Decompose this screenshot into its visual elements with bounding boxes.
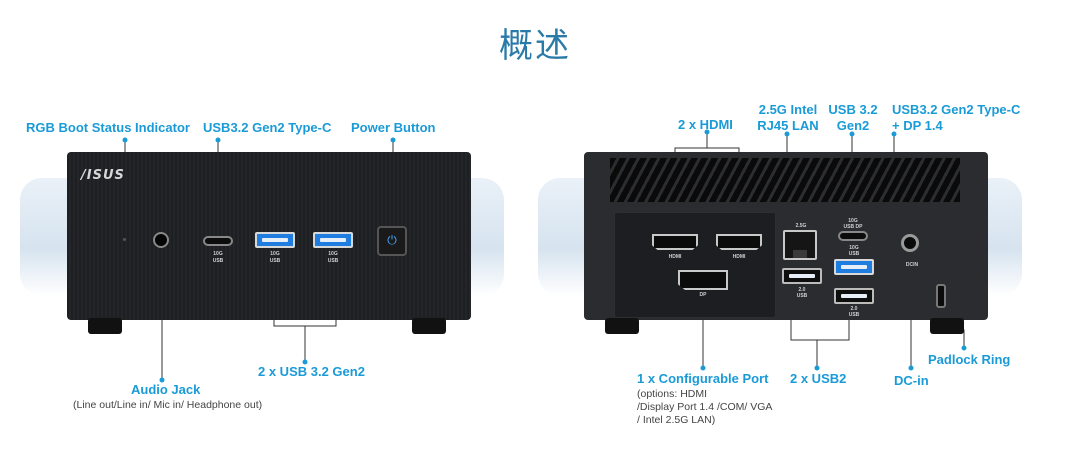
- label-audio-jack: Audio Jack: [131, 382, 201, 397]
- usb2-port-2: [834, 288, 874, 304]
- front-foot-right: [412, 318, 446, 334]
- audio-jack-port: [153, 232, 169, 248]
- usba-blue-label: USB: [848, 251, 860, 257]
- rj45-lan-port: [783, 230, 817, 260]
- label-dc-in: DC-in: [894, 373, 929, 388]
- usb2a-top-label: 2.0: [798, 287, 806, 293]
- power-icon: ⏻: [387, 233, 397, 247]
- label-configurable-port: 1 x Configurable Port: [637, 371, 769, 386]
- usbc-dp-label: USB DP: [843, 224, 863, 230]
- configurable-port-options: (options: HDMI /Display Port 1.4 /COM/ V…: [637, 388, 772, 427]
- usb-a-port-2: [313, 232, 353, 248]
- config-option-line2: /Display Port 1.4 /COM/ VGA: [637, 401, 773, 413]
- label-usbc-dp-line2: + DP 1.4: [892, 118, 943, 133]
- hdmi-port-1: [652, 234, 698, 250]
- label-power-button: Power Button: [351, 120, 436, 135]
- label-usbc-dp: USB3.2 Gen2 Type-C + DP 1.4: [892, 102, 1020, 134]
- usb2-port-1: [782, 268, 822, 284]
- label-2x-usb2: 2 x USB2: [790, 371, 847, 386]
- label-usb-c: USB3.2 Gen2 Type-C: [203, 120, 332, 135]
- rgb-status-led: [123, 238, 126, 241]
- displayport-port: [678, 270, 728, 290]
- usba1-gen-label: 10G: [270, 251, 280, 257]
- configurable-panel: [614, 212, 776, 318]
- front-foot-left: [88, 318, 122, 334]
- usba2-gen-label: 10G: [328, 251, 338, 257]
- usb-a-port-1: [255, 232, 295, 248]
- usba-blue-top-label: 10G: [849, 245, 859, 251]
- label-lan-line1: 2.5G Intel: [758, 102, 818, 117]
- rear-foot-left: [605, 318, 639, 334]
- page-title: 概述: [499, 26, 571, 66]
- power-button[interactable]: ⏻: [377, 226, 407, 256]
- dp-label: DP: [699, 292, 707, 298]
- label-usb32-line1: USB 3.2: [828, 102, 878, 117]
- usba2-port-label: USB: [327, 258, 339, 264]
- usba1-port-label: USB: [269, 258, 281, 264]
- front-chassis: /ISUS 10G USB 10G USB 10G USB ⏻: [67, 152, 471, 320]
- usb-c-dp-port: [838, 231, 868, 241]
- dcin-label: DCIN: [905, 262, 919, 268]
- usbc-dp-top-label: 10G: [848, 218, 858, 224]
- audio-jack-description: (Line out/Line in/ Mic in/ Headphone out…: [73, 399, 263, 411]
- usb2b-label: USB: [848, 312, 860, 318]
- label-usb32-line2: Gen2: [836, 118, 870, 133]
- usb2a-label: USB: [796, 293, 808, 299]
- usbc-gen-label: 10G: [213, 251, 223, 257]
- usb-c-port: [203, 236, 233, 246]
- dc-in-port: [901, 234, 919, 252]
- label-usbc-dp-line1: USB3.2 Gen2 Type-C: [892, 102, 1021, 117]
- vent-grille: [610, 158, 960, 202]
- label-usb32-gen2: USB 3.2 Gen2: [822, 102, 884, 134]
- label-2x-usb: 2 x USB 3.2 Gen2: [258, 364, 365, 379]
- rear-foot-right: [930, 318, 964, 334]
- hdmi2-label: HDMI: [732, 254, 746, 260]
- asus-logo: /ISUS: [81, 168, 125, 183]
- config-option-line3: / Intel 2.5G LAN): [637, 414, 716, 426]
- label-2x-hdmi: 2 x HDMI: [678, 117, 733, 132]
- usb-a-gen2-port: [834, 259, 874, 275]
- lan-speed-label: 2.5G: [795, 223, 807, 229]
- hdmi-port-2: [716, 234, 762, 250]
- label-lan-line2: RJ45 LAN: [757, 118, 819, 133]
- config-option-line1: (options: HDMI: [637, 388, 708, 400]
- label-padlock-ring: Padlock Ring: [928, 352, 1011, 367]
- usbc-port-label: USB: [212, 258, 224, 264]
- padlock-ring: [936, 284, 946, 308]
- label-rgb-indicator: RGB Boot Status Indicator: [26, 120, 190, 135]
- hdmi1-label: HDMI: [668, 254, 682, 260]
- label-lan: 2.5G Intel RJ45 LAN: [752, 102, 824, 134]
- usb2b-top-label: 2.0: [850, 306, 858, 312]
